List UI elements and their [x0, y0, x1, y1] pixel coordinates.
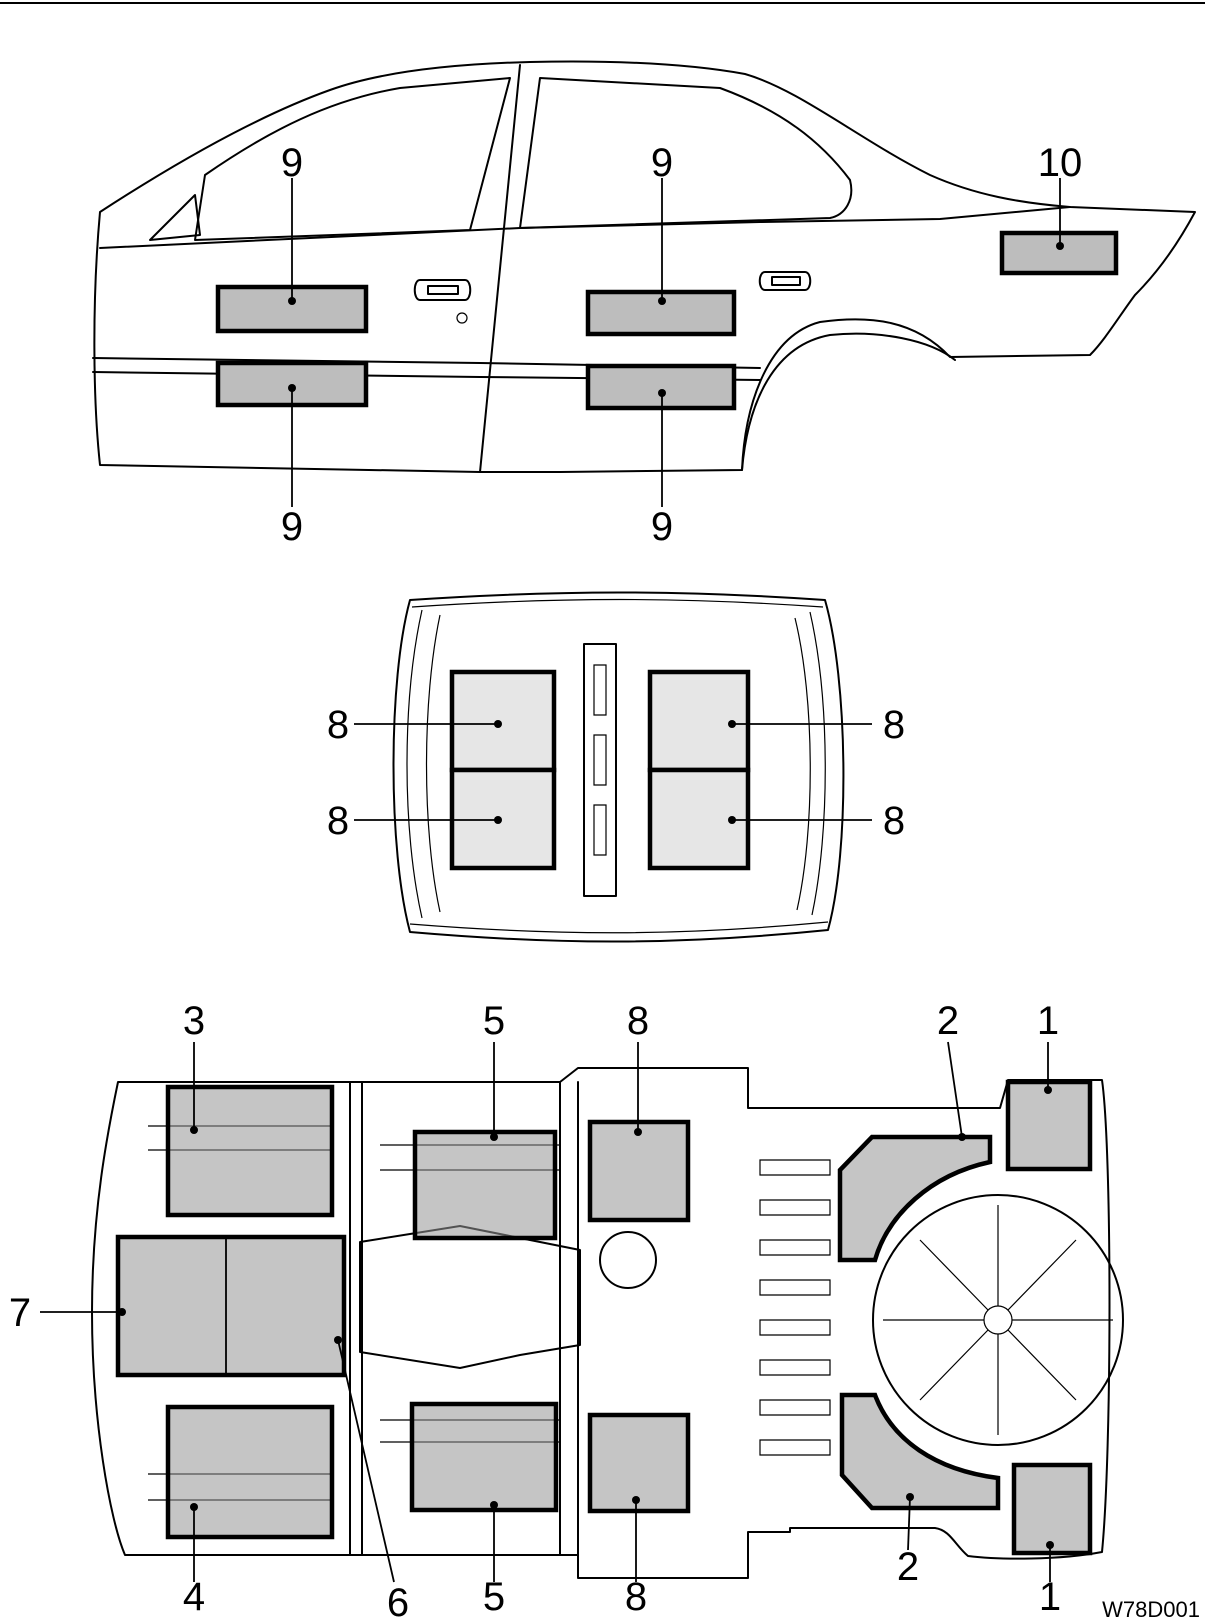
callout-9-rear-upper: 9	[651, 141, 673, 185]
pad-2-upper	[837, 1134, 993, 1263]
callout-8-roof-bottom-right: 8	[883, 799, 905, 843]
pad-7	[115, 1234, 347, 1378]
b-pillar	[479, 64, 521, 473]
callout-9-front-upper: 9	[281, 141, 303, 185]
callout-8-floor-upper: 8	[627, 999, 649, 1043]
pad-2-lower	[839, 1392, 1001, 1511]
callout-10: 10	[1038, 141, 1083, 185]
pad-8-floor-upper	[587, 1119, 691, 1223]
roof-bow-slots	[593, 664, 607, 856]
floor-leader-lines	[40, 1041, 1051, 1583]
pad-9-rear-lower	[585, 363, 737, 411]
spare-tire-hub	[983, 1305, 1013, 1335]
pad-10-quarter	[999, 230, 1119, 276]
callout-5-upper: 5	[483, 999, 505, 1043]
callout-8-roof-top-right: 8	[883, 703, 905, 747]
front-door-handle	[413, 279, 472, 301]
floor-tunnel	[359, 1225, 581, 1369]
roof-right-rail	[794, 611, 826, 916]
pad-8-roof-bottom-left	[449, 767, 557, 871]
callout-9-rear-lower: 9	[651, 505, 673, 549]
callout-1-upper: 1	[1037, 999, 1059, 1043]
roof-view: 8 8 8 8	[327, 591, 905, 943]
rear-wheel-arch	[741, 332, 956, 471]
pad-8-roof-top-left	[449, 669, 557, 773]
quarter-glass	[149, 194, 201, 241]
figure-code: W78D001	[1102, 1597, 1200, 1622]
callout-7: 7	[9, 1291, 31, 1335]
pad-4	[165, 1404, 335, 1540]
spare-tire-well	[872, 1194, 1124, 1446]
side-view: 9 9 10 9 9	[92, 60, 1196, 549]
floor-outline	[91, 1067, 1111, 1579]
fuel-tank-filler	[599, 1231, 657, 1289]
side-window-line	[99, 206, 1071, 249]
pad-1-upper	[1005, 1079, 1093, 1172]
pad-8-floor-lower	[587, 1412, 691, 1514]
side-leader-lines	[291, 178, 1061, 507]
roof-left-rail	[406, 609, 441, 919]
pad-3	[165, 1084, 335, 1218]
door-lock	[456, 312, 468, 324]
floor-crossmember	[349, 1081, 363, 1556]
callout-9-front-lower: 9	[281, 505, 303, 549]
rear-window	[519, 77, 853, 229]
front-window	[194, 77, 511, 241]
pad-1-lower	[1011, 1462, 1093, 1556]
callout-3: 3	[183, 999, 205, 1043]
roof-front-edge	[409, 598, 829, 934]
side-body-outline	[93, 60, 1196, 473]
pad-5-lower	[409, 1401, 559, 1513]
callout-2-lower: 2	[897, 1545, 919, 1589]
callout-6: 6	[387, 1581, 409, 1623]
callout-8-roof-bottom-left: 8	[327, 799, 349, 843]
callout-4: 4	[183, 1575, 205, 1619]
callout-8-floor-lower: 8	[625, 1575, 647, 1619]
floor-rear-ribs	[759, 1159, 831, 1456]
callout-2-upper: 2	[937, 999, 959, 1043]
callout-1-lower: 1	[1039, 1575, 1061, 1619]
callout-8-roof-top-left: 8	[327, 703, 349, 747]
rear-door-handle	[758, 271, 812, 291]
callout-5-lower: 5	[483, 1575, 505, 1619]
roof-outline	[392, 591, 845, 943]
spare-tire-spokes	[883, 1205, 1113, 1435]
floor-rear-crossmember	[559, 1081, 579, 1556]
pad-5-upper	[412, 1129, 558, 1241]
floor-view: 3 5 8 2 1 7 6 4 5 8 2 1	[9, 999, 1124, 1623]
roof-leader-lines	[354, 723, 872, 821]
roof-center-bow	[583, 643, 617, 897]
rocker-line	[99, 464, 481, 473]
